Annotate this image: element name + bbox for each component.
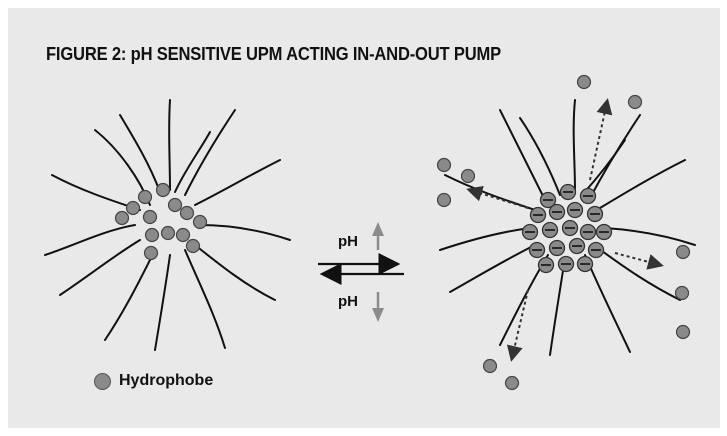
left-micelle: [45, 100, 290, 350]
hydrophobe: [187, 240, 200, 253]
hydrophobe: [578, 76, 591, 89]
hydrophobe: [629, 96, 642, 109]
hydrophobe: [677, 246, 690, 259]
hydrophobe: [676, 287, 689, 300]
hydrophobe: [677, 326, 690, 339]
charged-hydrophobe: [530, 243, 545, 258]
legend-label: Hydrophobe: [119, 372, 213, 390]
right-micelle: [438, 76, 696, 390]
charged-hydrophobe: [539, 258, 554, 273]
hydrophobe: [438, 159, 451, 172]
charged-hydrophobe: [578, 257, 593, 272]
hydrophobe: [438, 194, 451, 207]
charged-hydrophobe: [563, 221, 578, 236]
hydrophobe: [181, 207, 194, 220]
hydrophobe: [169, 199, 182, 212]
hydrophobe: [144, 211, 157, 224]
hydrophobe: [145, 247, 158, 260]
hydrophobe: [116, 212, 129, 225]
charged-hydrophobe: [523, 225, 538, 240]
hydrophobe: [127, 202, 140, 215]
charged-hydrophobe: [597, 225, 612, 240]
hydrophobe-swatch-icon: [94, 373, 111, 390]
hydrophobe: [194, 216, 207, 229]
charged-hydrophobe: [550, 241, 565, 256]
release-arrow-right: [615, 253, 660, 265]
hydrophobe: [162, 227, 175, 240]
charged-hydrophobe: [588, 207, 603, 222]
hydrophobe: [177, 229, 190, 242]
release-arrow-down: [512, 290, 528, 358]
hydrophobe: [146, 229, 159, 242]
charged-hydrophobe: [531, 208, 546, 223]
right-charged-groups: [523, 185, 612, 273]
hydrophobe: [157, 184, 170, 197]
ph-increase-label: pH: [338, 233, 358, 250]
ph-down-arrow-icon: [372, 292, 384, 322]
charged-hydrophobe: [570, 239, 585, 254]
ph-decrease-label: pH: [338, 293, 358, 310]
legend: Hydrophobe: [94, 372, 213, 390]
charged-hydrophobe: [550, 205, 565, 220]
ph-up-arrow-icon: [372, 222, 384, 250]
equilibrium-arrows: pH pH: [318, 222, 404, 322]
charged-hydrophobe: [561, 185, 576, 200]
left-micelle-chains: [45, 100, 290, 350]
charged-hydrophobe: [543, 223, 558, 238]
charged-hydrophobe: [559, 257, 574, 272]
left-hydrophobes: [116, 184, 207, 260]
hydrophobe: [139, 191, 152, 204]
hydrophobe: [506, 377, 519, 390]
charged-hydrophobe: [581, 225, 596, 240]
charged-hydrophobe: [568, 203, 583, 218]
charged-hydrophobe: [581, 189, 596, 204]
hydrophobe: [484, 360, 497, 373]
hydrophobe: [462, 170, 475, 183]
charged-hydrophobe: [589, 243, 604, 258]
